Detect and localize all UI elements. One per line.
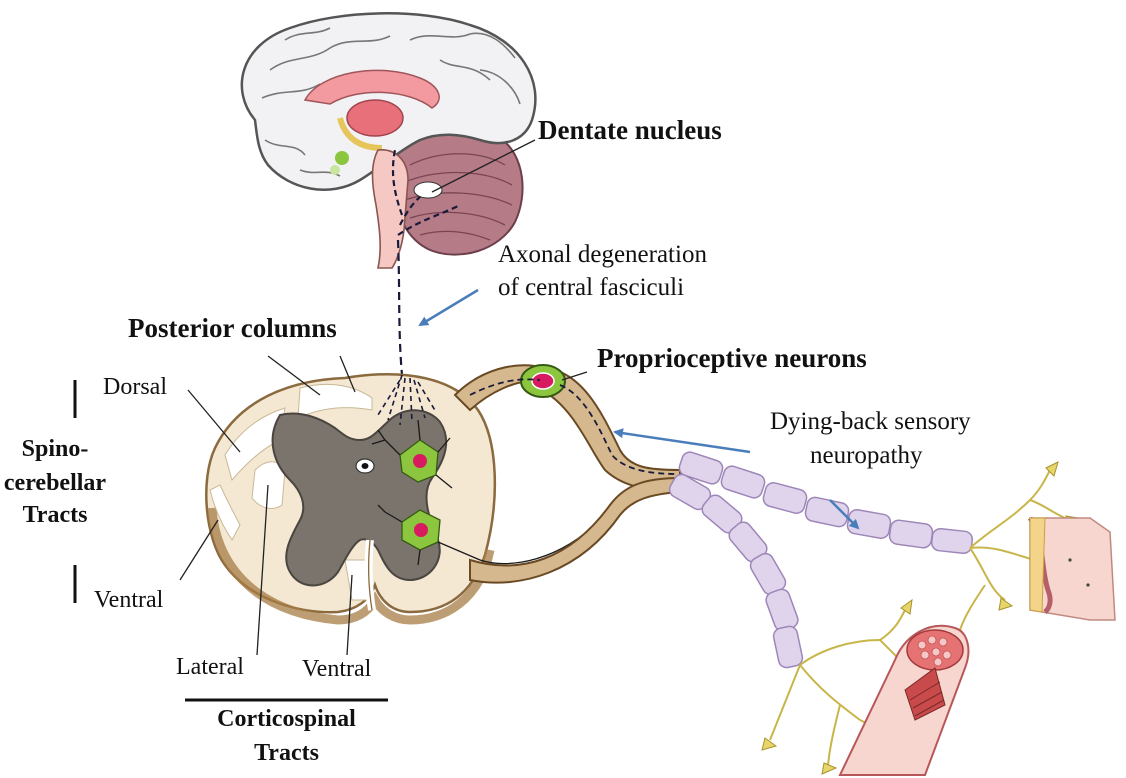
dorsal-label: Dorsal [103,374,167,402]
spinocerebellar-line1: Spino- [0,436,110,464]
spinal-cord [206,374,600,620]
brain [242,13,536,268]
thalamus [347,100,403,136]
dying-back-line1: Dying-back sensory [770,408,971,437]
posterior-columns-label: Posterior columns [128,313,337,344]
axonal-degeneration-line1: Axonal degeneration [498,241,707,270]
dentate-nucleus-marker [414,182,442,198]
proprioceptive-neurons-label: Proprioceptive neurons [597,343,867,374]
ventral-bottom-label: Ventral [302,656,371,684]
dying-back-line2: neuropathy [810,442,922,471]
ventral-left-label: Ventral [94,587,163,615]
brainstem [373,150,409,268]
muscle-block [840,626,968,775]
corticospinal-line2: Tracts [185,740,388,768]
dentate-nucleus-label: Dentate nucleus [538,115,722,146]
central-fasciculus [398,240,402,375]
lateral-label: Lateral [176,654,244,682]
spinocerebellar-line2: cerebellar [0,470,110,498]
pituitary [335,151,349,165]
spinocerebellar-line3: Tracts [0,502,110,530]
skin-block [1030,518,1115,620]
corticospinal-line1: Corticospinal [185,706,388,734]
axonal-degeneration-line2: of central fasciculi [498,274,684,303]
